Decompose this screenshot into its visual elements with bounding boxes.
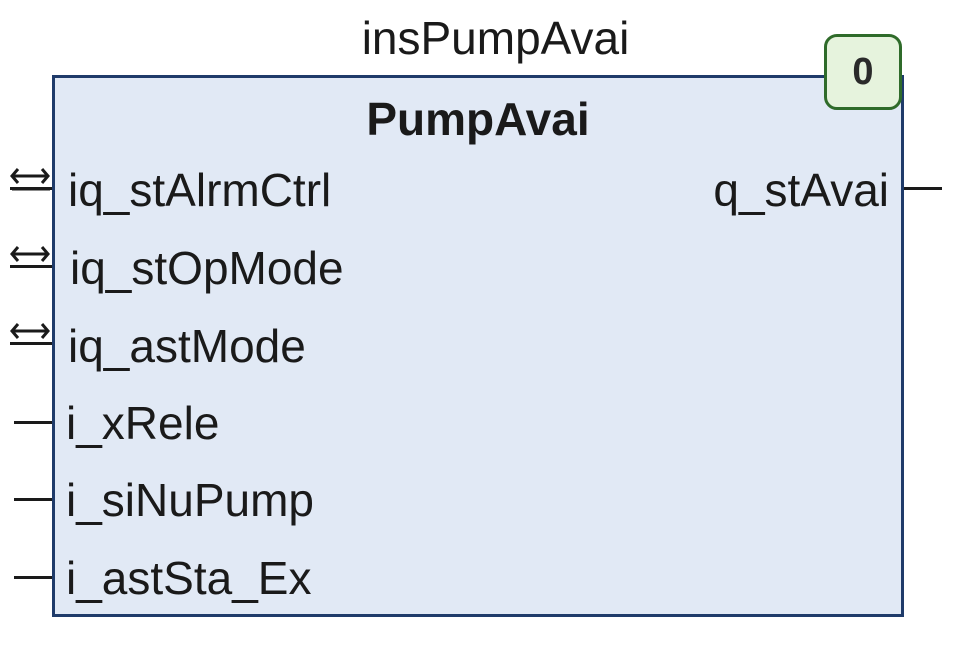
pin-label: iq_stOpMode [70, 242, 344, 294]
pin-label: iq_stAlrmCtrl [68, 164, 332, 216]
pin-connector-line [14, 498, 52, 501]
pin-label: i_siNuPump [66, 474, 314, 526]
function-block-type: PumpAvai [366, 93, 590, 145]
pin-label: iq_astMode [68, 320, 306, 372]
pin-connector-line [10, 265, 52, 268]
pin-connector-line [14, 576, 52, 579]
function-block[interactable]: PumpAvai [52, 75, 904, 617]
pin-connector-line [10, 187, 52, 190]
pin-connector-line [904, 187, 942, 190]
execution-order-badge[interactable]: 0 [824, 34, 902, 110]
pin-connector-line [14, 421, 52, 424]
pin-label: q_stAvai [713, 164, 889, 216]
in-out-arrow-icon [10, 246, 50, 262]
in-out-arrow-icon [10, 168, 50, 191]
pin-label: i_astSta_Ex [66, 552, 312, 604]
instance-name: insPumpAvai [361, 12, 630, 64]
in-out-arrow-icon [10, 323, 50, 339]
pin-label: i_xRele [66, 397, 220, 449]
pin-connector-line [10, 342, 52, 345]
